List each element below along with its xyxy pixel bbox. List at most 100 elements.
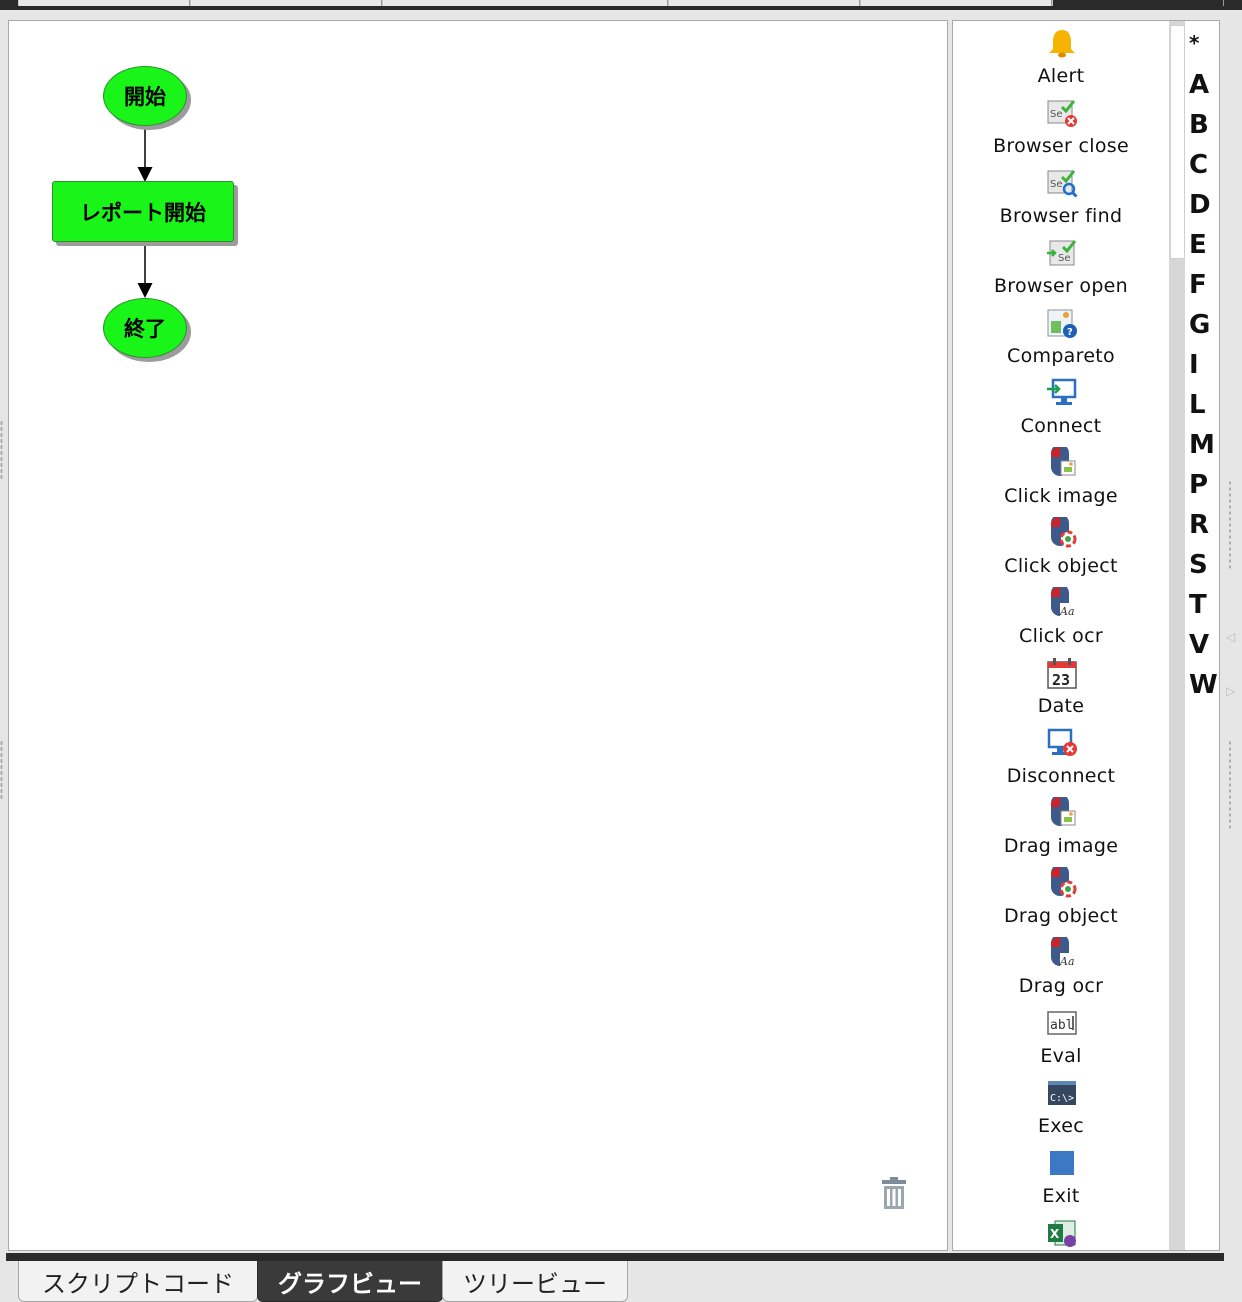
splitter-grip[interactable] <box>0 740 3 800</box>
file-tab[interactable] <box>860 0 1052 6</box>
palette-scrollbar-thumb[interactable] <box>1170 25 1185 259</box>
splitter-grip[interactable] <box>0 420 3 480</box>
file-tab[interactable] <box>18 0 190 6</box>
palette-item-label: Drag ocr <box>1018 975 1104 997</box>
alpha-index-letter[interactable]: L <box>1189 390 1206 420</box>
connect-icon <box>1047 378 1077 405</box>
alpha-index-letter[interactable]: B <box>1189 110 1209 140</box>
palette-scrollbar[interactable] <box>1169 21 1185 1250</box>
browser-open-icon: Se <box>1047 240 1077 266</box>
palette-item-exec[interactable]: C:\> Exec <box>953 1071 1169 1141</box>
palette-item-compareto[interactable]: ? Compareto <box>953 301 1169 371</box>
palette-item-click-image[interactable]: Click image <box>953 441 1169 511</box>
click-object-icon <box>1051 517 1077 548</box>
file-tab[interactable] <box>668 0 860 6</box>
file-tab[interactable] <box>382 0 668 6</box>
file-tab-strip <box>0 0 1242 10</box>
excel-icon: X <box>1048 1220 1076 1247</box>
collapse-left-icon[interactable]: ◁ <box>1226 630 1236 644</box>
alpha-index-letter[interactable]: M <box>1189 430 1215 460</box>
calendar-icon: 23 <box>1047 658 1077 689</box>
palette-item-label: Disconnect <box>1006 765 1116 787</box>
svg-text:Se: Se <box>1050 179 1063 190</box>
palette-item-excel[interactable]: X <box>953 1211 1169 1250</box>
palette-item-disconnect[interactable]: Disconnect <box>953 721 1169 791</box>
alpha-index-letter[interactable]: A <box>1189 70 1210 100</box>
palette-item-drag-image[interactable]: Drag image <box>953 791 1169 861</box>
svg-text:abl: abl <box>1050 1018 1073 1033</box>
tab-tree-view[interactable]: ツリービュー <box>442 1261 628 1302</box>
palette-item-click-object[interactable]: Click object <box>953 511 1169 581</box>
flow-connectors <box>137 126 153 298</box>
palette-item-browser-find[interactable]: Se Browser find <box>953 161 1169 231</box>
palette-item-label: Click ocr <box>1019 625 1103 647</box>
palette-item-label: Compareto <box>1007 345 1115 367</box>
click-ocr-icon: Aa <box>1051 587 1076 618</box>
alpha-index-letter[interactable]: D <box>1189 190 1211 220</box>
palette-item-label: Drag image <box>1003 835 1119 857</box>
svg-text:23: 23 <box>1052 671 1070 689</box>
palette-item-label: Exit <box>1042 1185 1080 1207</box>
palette-item-connect[interactable]: Connect <box>953 371 1169 441</box>
splitter-grip[interactable] <box>1228 480 1232 570</box>
palette-item-label: Browser open <box>993 275 1129 297</box>
palette-item-label: Click image <box>1004 485 1118 507</box>
alpha-index-star[interactable]: * <box>1189 31 1200 55</box>
palette-item-drag-ocr[interactable]: Aa Drag ocr <box>953 931 1169 1001</box>
alpha-index-letter[interactable]: P <box>1189 470 1209 500</box>
tab-graph-view-label: グラフビュー <box>278 1269 422 1298</box>
report-start-node[interactable]: レポート開始 <box>52 181 234 242</box>
end-node-label: 終了 <box>124 317 166 341</box>
alpha-index-letter[interactable]: E <box>1189 230 1207 260</box>
start-node-label: 開始 <box>124 85 166 109</box>
alpha-index-letter[interactable]: W <box>1189 670 1218 700</box>
palette-item-exit[interactable]: Exit <box>953 1141 1169 1211</box>
exit-icon <box>1050 1151 1074 1175</box>
alpha-index-letter[interactable]: S <box>1189 550 1208 580</box>
alpha-index-letter[interactable]: F <box>1189 270 1207 300</box>
eval-icon: abl <box>1047 1011 1077 1035</box>
palette-item-eval[interactable]: abl Eval <box>953 1001 1169 1071</box>
palette-item-label: Drag object <box>1003 905 1119 927</box>
palette-item-click-ocr[interactable]: Aa Click ocr <box>953 581 1169 651</box>
alpha-index-letter[interactable]: G <box>1189 310 1211 340</box>
drag-image-icon <box>1051 797 1076 826</box>
palette-item-label: Eval <box>1040 1045 1082 1067</box>
palette-item-browser-open[interactable]: Se Browser open <box>953 231 1169 301</box>
drag-object-icon <box>1051 867 1077 898</box>
file-tab[interactable] <box>190 0 382 6</box>
tab-graph-view[interactable]: グラフビュー <box>257 1261 443 1302</box>
disconnect-icon <box>1047 728 1077 756</box>
svg-text:Se: Se <box>1058 253 1071 264</box>
tab-script-code-label: スクリプトコード <box>42 1269 234 1298</box>
palette-item-alert[interactable]: Alert <box>953 21 1169 91</box>
alpha-index-letter[interactable]: V <box>1189 630 1210 660</box>
splitter-grip[interactable] <box>1228 740 1232 830</box>
collapse-right-icon[interactable]: ▷ <box>1226 684 1236 698</box>
palette-item-label: Alert <box>1037 65 1085 87</box>
alpha-index-letter[interactable]: I <box>1189 350 1199 380</box>
palette-item-label: Connect <box>1020 415 1102 437</box>
command-palette: Alert Se Browser close Se Browser find <box>952 20 1220 1251</box>
report-start-node-label: レポート開始 <box>80 200 206 225</box>
palette-item-label: Browser close <box>993 135 1129 157</box>
end-node[interactable]: 終了 <box>103 298 187 358</box>
alpha-index-letter[interactable]: R <box>1189 510 1210 540</box>
trash-icon[interactable] <box>881 1176 907 1210</box>
alpha-index-letter[interactable]: T <box>1189 590 1207 620</box>
palette-item-drag-object[interactable]: Drag object <box>953 861 1169 931</box>
bell-icon <box>1049 30 1075 58</box>
palette-item-browser-close[interactable]: Se Browser close <box>953 91 1169 161</box>
terminal-icon: C:\> <box>1048 1081 1076 1105</box>
svg-text:C:\>: C:\> <box>1050 1093 1074 1104</box>
compare-icon: ? <box>1047 309 1077 338</box>
browser-find-icon: Se <box>1047 170 1078 198</box>
tab-script-code[interactable]: スクリプトコード <box>18 1261 258 1302</box>
start-node[interactable]: 開始 <box>103 66 187 126</box>
svg-text:?: ? <box>1067 327 1073 338</box>
browser-close-icon: Se <box>1047 100 1077 127</box>
palette-item-date[interactable]: 23 Date <box>953 651 1169 721</box>
graph-canvas[interactable]: 開始 レポート開始 終了 <box>8 20 948 1251</box>
file-tab-active[interactable] <box>1052 0 1224 6</box>
alpha-index-letter[interactable]: C <box>1189 150 1209 180</box>
